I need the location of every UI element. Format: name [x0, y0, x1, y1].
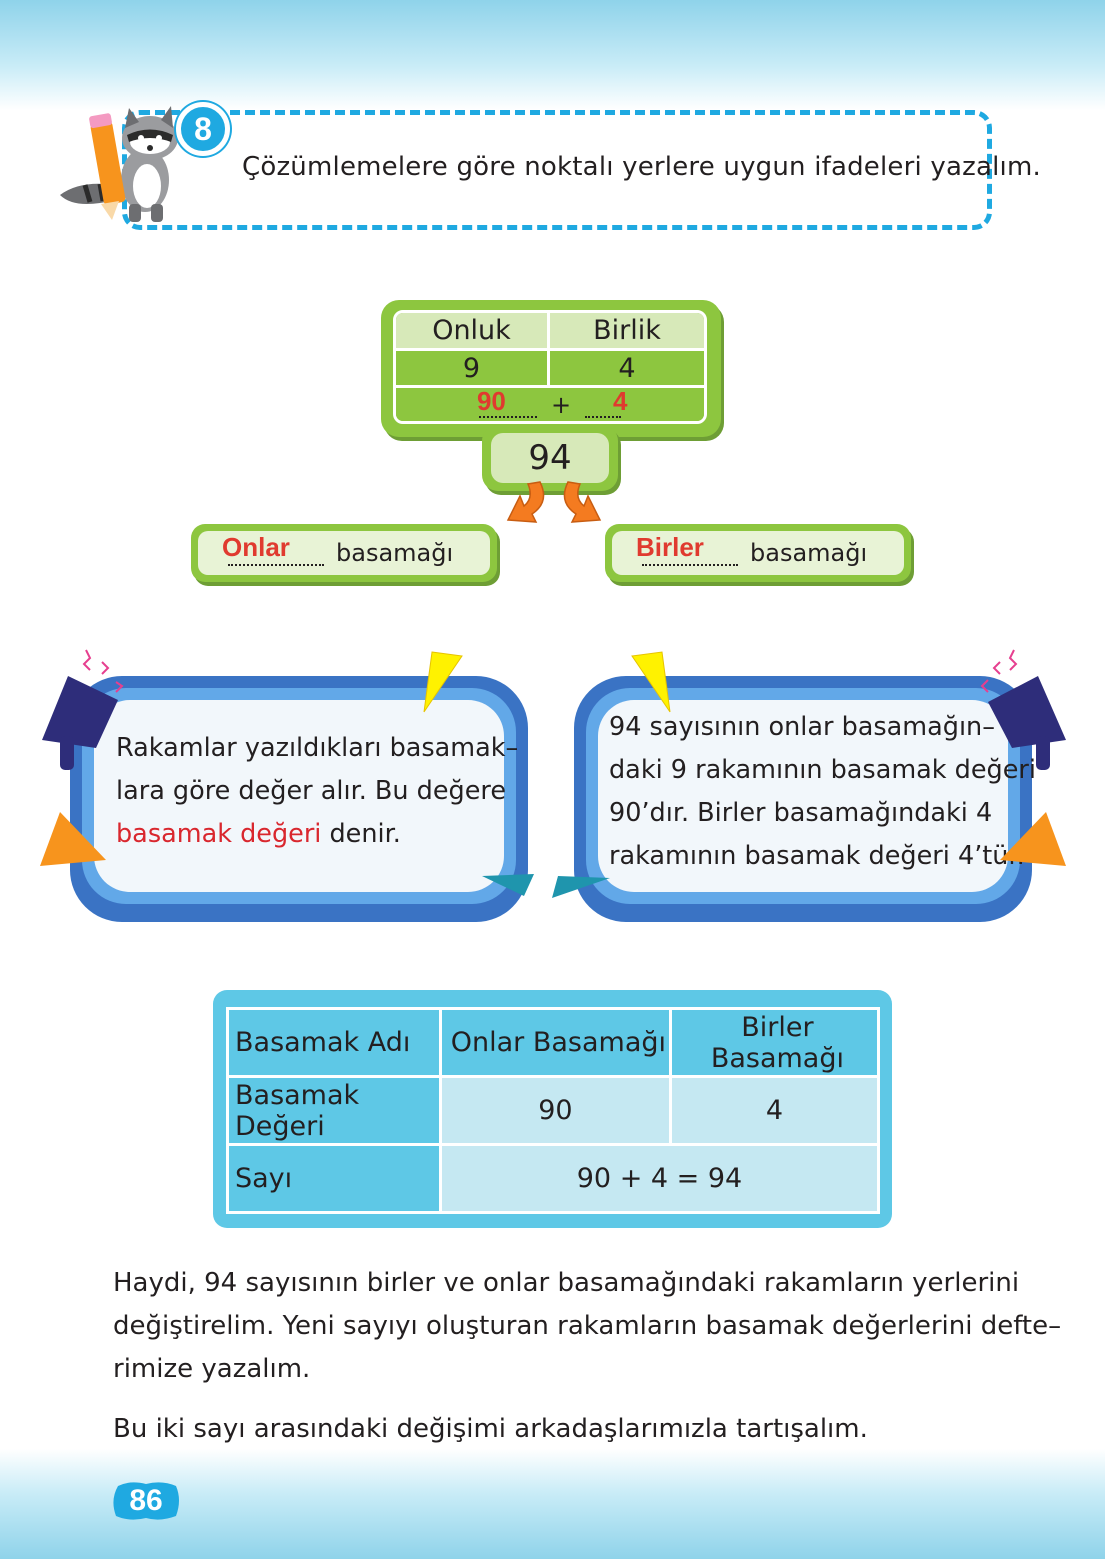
megaphone-left-icon	[42, 649, 124, 770]
expanded-sum: 90 + 4	[396, 386, 704, 421]
paragraph-line: Haydi, 94 sayısının birler ve onlar basa…	[113, 1268, 1020, 1298]
bubble-left-text: Rakamlar yazıldıkları basamak– lara göre…	[116, 733, 519, 849]
ones-place-answer: Birler	[636, 532, 704, 562]
tens-place-blank[interactable]: Onlar	[222, 532, 324, 566]
raccoon-mascot-icon	[60, 106, 178, 222]
ones-place-blank[interactable]: Birler	[636, 532, 738, 566]
curved-arrow-right-icon	[563, 481, 602, 523]
teal-triangle-left-icon	[482, 874, 534, 896]
plus-sign: +	[550, 390, 572, 419]
total-value: 94	[491, 433, 609, 483]
yellow-triangle-right-icon	[631, 651, 671, 713]
instruction-text: Çözümlemelere göre noktalı yerlere uygun…	[242, 152, 1041, 182]
ones-blank[interactable]: 4	[585, 386, 628, 418]
highlight-term: basamak değeri	[116, 819, 322, 849]
paragraph-line: değiştirelim. Yeni sayıyı oluşturan raka…	[113, 1311, 1062, 1341]
digit-tens: 9	[396, 351, 550, 388]
tens-answer: 90	[476, 385, 506, 416]
page-number-badge-icon	[113, 1482, 179, 1520]
table-cell: 90	[438, 1075, 672, 1146]
tens-label-box: Onlar basamağı	[191, 524, 497, 582]
place-value-table: Basamak Adı Onlar Basamağı Birler Basama…	[226, 1007, 881, 1214]
megaphone-right-icon	[980, 649, 1066, 770]
question-number-badge: 8	[176, 102, 230, 156]
table-row: Basamak Değeri 90 4	[226, 1075, 881, 1146]
speech-bubble-right	[574, 676, 1032, 922]
table-cell: Basamak Değeri	[226, 1075, 442, 1146]
orange-triangle-right-icon	[1000, 812, 1066, 866]
ones-label-box: Birler basamağı	[605, 524, 911, 582]
place-value-grid: Onluk Birlik 9 4 90 + 4	[393, 310, 707, 424]
ones-place-text: basamağı	[750, 539, 868, 567]
tens-place-answer: Onlar	[222, 532, 290, 562]
tens-blank[interactable]: 90	[477, 386, 537, 418]
bottom-band	[0, 1449, 1105, 1559]
header-ones: Birlik	[550, 313, 704, 351]
table-cell: Sayı	[226, 1143, 442, 1214]
table-row: Sayı 90 + 4 = 94	[226, 1143, 881, 1214]
table-cell: 4	[668, 1075, 881, 1146]
orange-triangle-left-icon	[40, 812, 106, 866]
curved-arrow-left-icon	[506, 481, 545, 523]
paragraph-line: rimize yazalım.	[113, 1354, 311, 1384]
paragraph-line: Bu iki sayı arasındaki değişimi arkadaşl…	[113, 1414, 868, 1444]
digit-ones: 4	[550, 351, 704, 388]
table-cell: Onlar Basamağı	[438, 1007, 672, 1078]
ones-answer: 4	[613, 385, 628, 416]
tens-place-text: basamağı	[336, 539, 454, 567]
table-cell: Birler Basamağı	[668, 1007, 881, 1078]
question-number: 8	[194, 110, 212, 147]
table-row: Basamak Adı Onlar Basamağı Birler Basama…	[226, 1007, 881, 1078]
yellow-triangle-left-icon	[423, 651, 463, 713]
page-number: 86	[129, 1484, 163, 1517]
bubble-right-text: 94 sayısının onlar basamağın– daki 9 rak…	[609, 712, 1036, 871]
speech-bubble-left	[70, 676, 528, 922]
table-cell: 90 + 4 = 94	[438, 1143, 881, 1214]
header-tens: Onluk	[396, 313, 550, 351]
teal-triangle-right-icon	[552, 876, 610, 898]
top-band	[0, 0, 1105, 110]
table-cell: Basamak Adı	[226, 1007, 442, 1078]
